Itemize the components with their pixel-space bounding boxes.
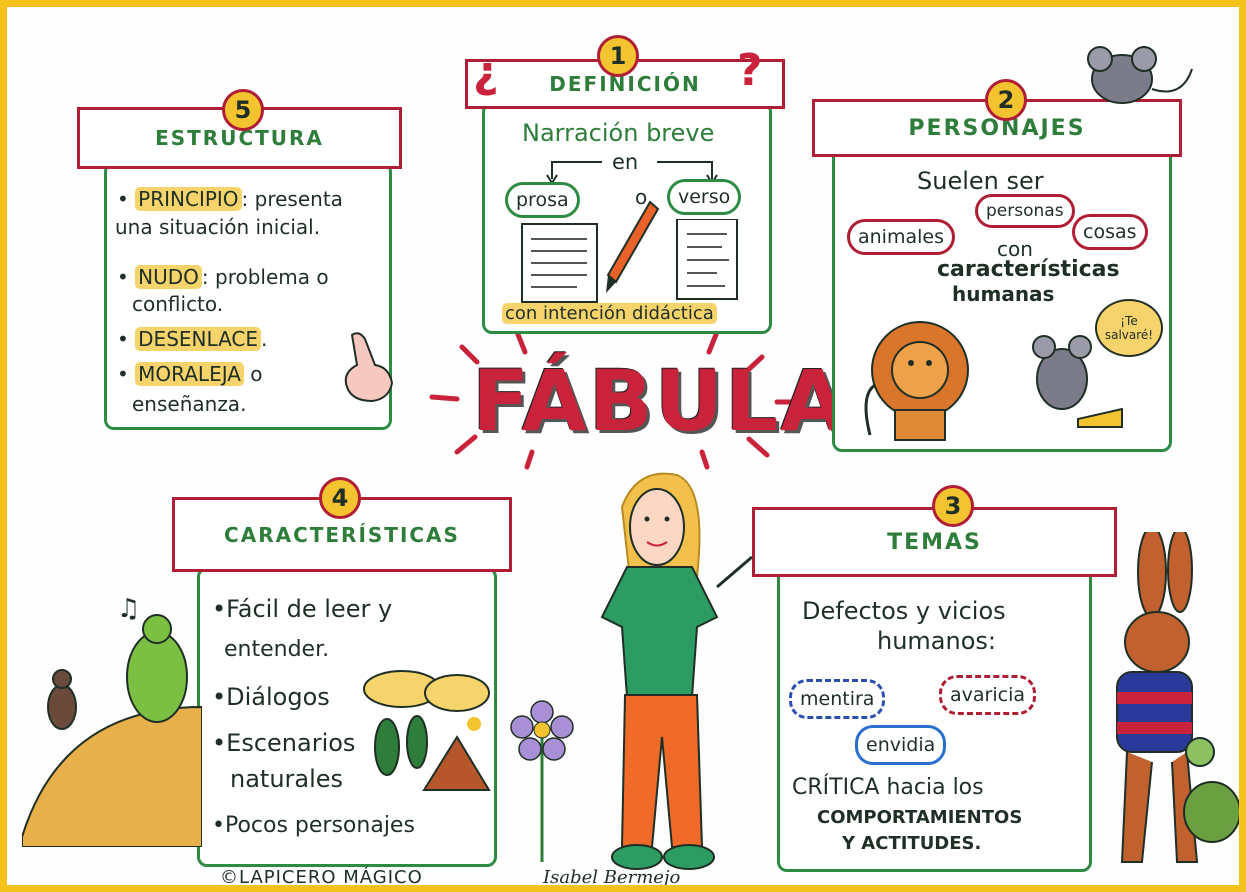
- estructura-item-3: • DESENLACE.: [117, 327, 268, 351]
- mouse-icon: [1082, 39, 1202, 119]
- caracteristicas-item-1: •Fácil de leer y: [212, 595, 393, 623]
- temas-heading: TEMAS: [887, 529, 982, 555]
- main-title: FÁBULA: [472, 352, 848, 450]
- temas-line-2: humanos:: [877, 627, 996, 655]
- caracteristicas-item-3b: naturales: [230, 765, 344, 793]
- pointing-hand-icon: [337, 325, 397, 405]
- landscape-icon: [369, 712, 494, 792]
- moraleja-label: MORALEJA: [135, 362, 244, 386]
- verso-pill: verso: [667, 179, 742, 215]
- temas-comportamientos: COMPORTAMIENTOS: [817, 807, 1023, 828]
- definicion-line-1: Narración breve: [522, 119, 715, 147]
- envidia-pill: envidia: [855, 725, 947, 765]
- mentira-pill: mentira: [789, 679, 886, 719]
- personajes-number-badge: 2: [985, 79, 1027, 121]
- title-rays: [417, 327, 817, 477]
- definicion-number-badge: 1: [597, 35, 639, 77]
- caracteristicas-item-2: •Diálogos: [212, 683, 330, 711]
- estructura-item-4: • MORALEJA o: [117, 362, 263, 386]
- lion-icon: [855, 315, 995, 445]
- cheese-icon: [1075, 397, 1125, 432]
- cosas-pill: cosas: [1072, 214, 1148, 250]
- svg-text:¿: ¿: [473, 47, 499, 97]
- temas-critica: CRÍTICA hacia los: [792, 775, 984, 800]
- estructura-number-badge: 5: [222, 89, 264, 131]
- speech-bubble-icon: ¡Te salvaré!: [1095, 299, 1163, 357]
- credit-left: ©LAPICERO MÁGICO: [220, 867, 423, 888]
- caracteristicas-heading: CARACTERÍSTICAS: [224, 522, 460, 547]
- definicion-line-en: en: [612, 150, 639, 174]
- personajes-line-1: Suelen ser: [917, 167, 1044, 195]
- girl-illustration: [567, 467, 767, 877]
- caracteristicas-number-badge: 4: [319, 477, 361, 519]
- temas-actitudes: Y ACTITUDES.: [842, 833, 982, 854]
- definicion-line-o: o: [635, 185, 648, 209]
- svg-text:♫: ♫: [117, 594, 140, 624]
- question-marks-icon: ¿ ?: [467, 37, 777, 98]
- pen-icon: [602, 197, 662, 297]
- svg-text:?: ?: [737, 45, 763, 96]
- principio-label: PRINCIPIO: [135, 187, 242, 211]
- estructura-item-1: • PRINCIPIO: presenta: [117, 187, 343, 211]
- caracteristicas-item-4: •Pocos personajes: [212, 813, 415, 838]
- ant-cricket-illustration: ♫: [21, 587, 203, 848]
- personajes-line-4: humanas: [952, 282, 1055, 306]
- temas-line-1: Defectos y vicios: [802, 597, 1006, 625]
- personajes-line-2: con: [997, 237, 1033, 261]
- desenlace-label: DESENLACE: [135, 327, 262, 351]
- definicion-line-didactica: con intención didáctica: [502, 303, 717, 324]
- estructura-item-2: • NUDO: problema o: [117, 265, 329, 289]
- caracteristicas-banner: CARACTERÍSTICAS: [172, 497, 512, 572]
- temas-number-badge: 3: [932, 485, 974, 527]
- estructura-item-1b: una situación inicial.: [115, 215, 321, 239]
- animales-pill: animales: [847, 219, 955, 255]
- personajes-line-3: características: [937, 257, 1120, 282]
- mouse-icon-small: [1022, 329, 1112, 419]
- avaricia-pill: avaricia: [939, 675, 1036, 715]
- title-rays-icon: [429, 329, 805, 470]
- caracteristicas-item-1b: entender.: [224, 637, 330, 662]
- paper-icon: [507, 218, 757, 304]
- hare-turtle-illustration: [1092, 526, 1239, 882]
- estructura-item-4b: enseñanza.: [132, 392, 247, 416]
- temas-box: [777, 567, 1092, 872]
- personajes-heading: PERSONAJES: [908, 115, 1086, 141]
- speech-bubble-text: ¡Te salvaré!: [1104, 314, 1154, 342]
- speech-bubbles-icon: [362, 667, 492, 717]
- personas-pill: personas: [975, 194, 1075, 228]
- nudo-label: NUDO: [135, 265, 202, 289]
- credit-signature: Isabel Bermejo: [543, 867, 681, 888]
- estructura-item-2b: conflicto.: [132, 292, 224, 316]
- caracteristicas-item-3: •Escenarios: [212, 729, 356, 757]
- prosa-pill: prosa: [505, 182, 580, 218]
- flower-icon: [507, 697, 577, 867]
